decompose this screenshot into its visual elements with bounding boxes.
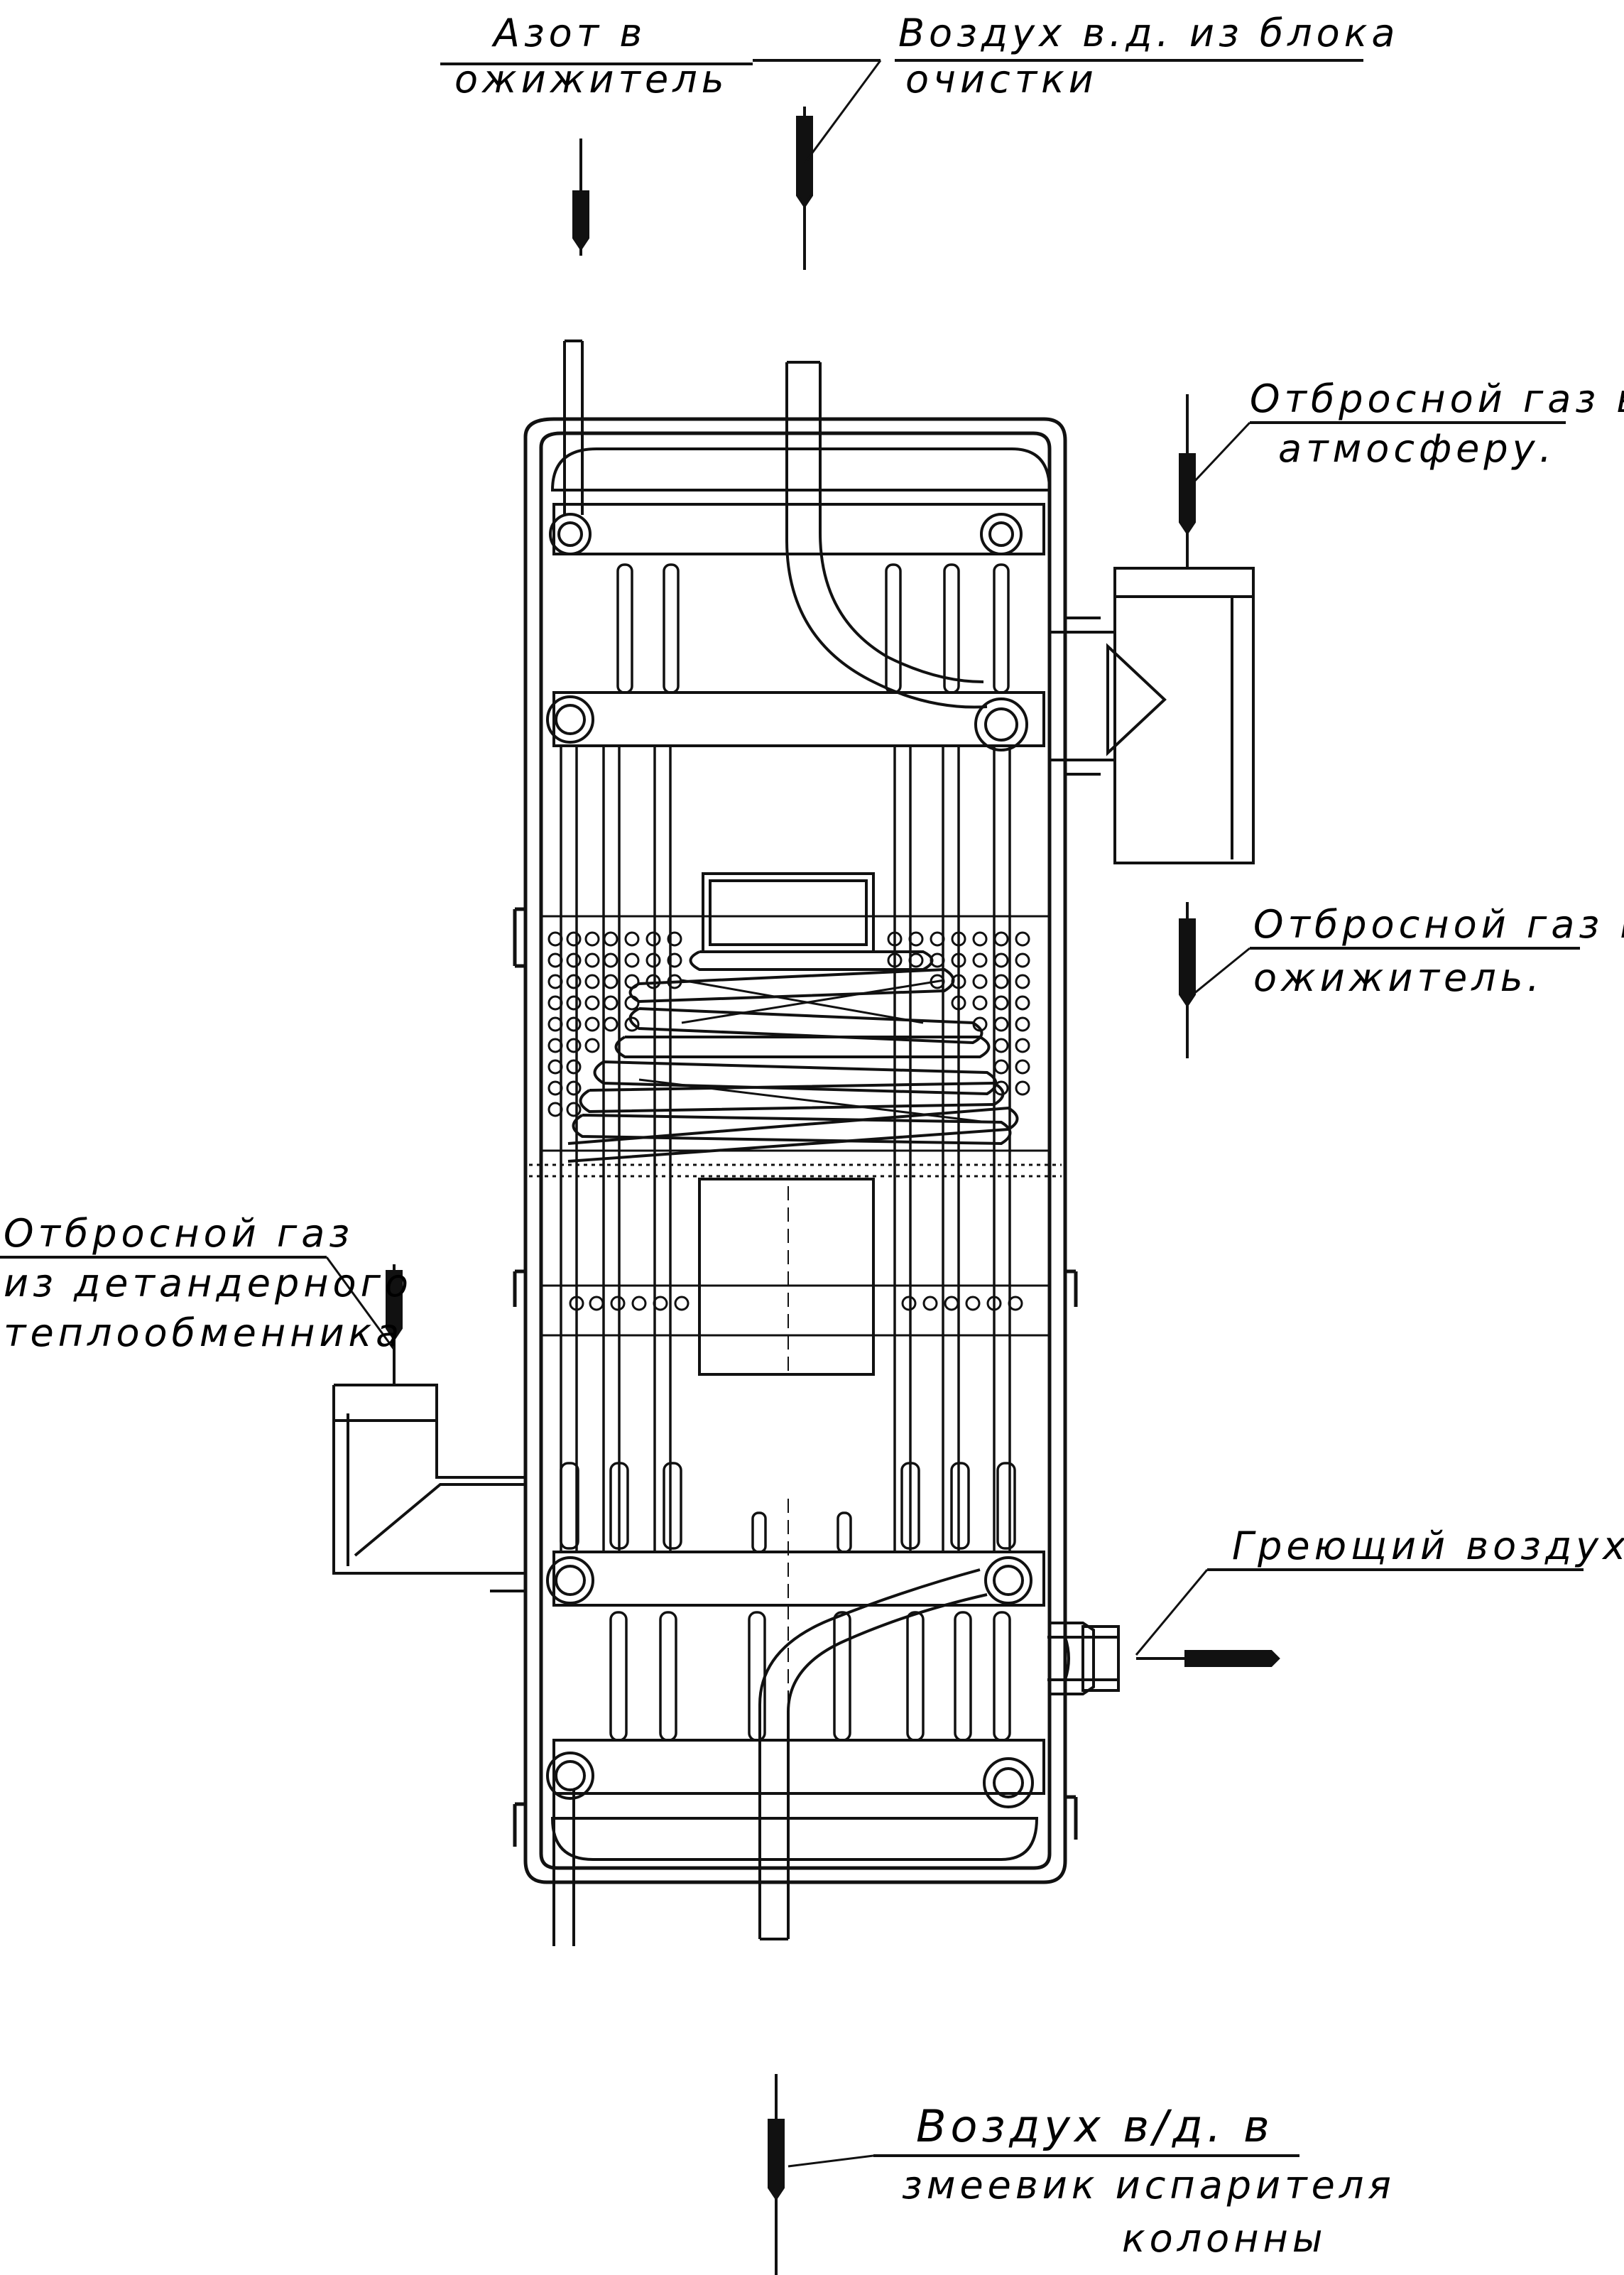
headers bbox=[546, 503, 1045, 1808]
nitrogen-outlet-pipe bbox=[563, 340, 584, 515]
arrow-nitrogen-out bbox=[572, 139, 589, 256]
label-heating-air: Греющий воздух bbox=[1232, 1524, 1624, 1568]
tubes-lower-short bbox=[609, 1611, 1011, 1742]
leader-lines bbox=[0, 59, 1584, 2168]
waste-detander-inlet-elbow bbox=[332, 1384, 525, 1592]
header-bottom-1 bbox=[552, 1551, 1045, 1607]
label-air-coil-line3: колонны bbox=[1122, 2216, 1326, 2261]
vessel-shell bbox=[513, 417, 1078, 1884]
tube-tapers bbox=[560, 1462, 1016, 1553]
tubes-upper-short bbox=[616, 563, 1010, 694]
label-waste-atm-line2: атмосферу. bbox=[1278, 426, 1556, 471]
arrow-waste-liquefier bbox=[1179, 902, 1196, 1058]
label-air-coil-line2: змеевик испарителя bbox=[902, 2163, 1395, 2208]
label-nitrogen-line2: ожижитель bbox=[454, 57, 729, 102]
label-waste-liq-line1: Отбросной газ в bbox=[1253, 902, 1624, 947]
flow-arrows bbox=[386, 107, 1280, 2275]
label-waste-liq-line2: ожижитель. bbox=[1253, 955, 1544, 1000]
labels: Азот в ожижитель Воздух в.д. из блока оч… bbox=[4, 11, 1624, 2261]
header-top-2 bbox=[552, 691, 1045, 747]
heating-air-inlet bbox=[1047, 1622, 1120, 1695]
baffle-holes-left bbox=[547, 931, 682, 1117]
label-waste-det-line2: из детандерного bbox=[4, 1261, 413, 1305]
arrow-waste-detander bbox=[386, 1264, 403, 1385]
tube-bundle bbox=[560, 563, 1016, 1742]
waste-atm-outlet-tee bbox=[1050, 567, 1255, 864]
label-air-hp-line1: Воздух в.д. из блока bbox=[898, 11, 1399, 55]
label-waste-det-line1: Отбросной газ bbox=[4, 1211, 354, 1256]
arrow-heating-air bbox=[1136, 1650, 1280, 1667]
arrow-air-coil bbox=[768, 2074, 785, 2275]
header-top-1 bbox=[552, 503, 1045, 555]
header-bottom-2 bbox=[552, 1739, 1045, 1795]
label-nitrogen-line1: Азот в bbox=[491, 11, 646, 55]
bottom-left-pipe bbox=[552, 1790, 575, 1946]
air-hp-inlet-bend bbox=[785, 361, 988, 709]
coil-windings bbox=[567, 950, 1019, 1163]
label-waste-det-line3: теплообменника bbox=[4, 1310, 403, 1355]
baffle-holes-lower bbox=[569, 1296, 1023, 1311]
label-air-coil-line1: Воздух в/д. в bbox=[916, 2100, 1274, 2152]
tubes-middle-long bbox=[560, 746, 1011, 1552]
arrow-waste-atmosphere bbox=[1179, 394, 1196, 568]
label-air-hp-line2: очистки bbox=[905, 57, 1098, 102]
label-waste-atm-line1: Отбросной газ в bbox=[1250, 376, 1624, 421]
